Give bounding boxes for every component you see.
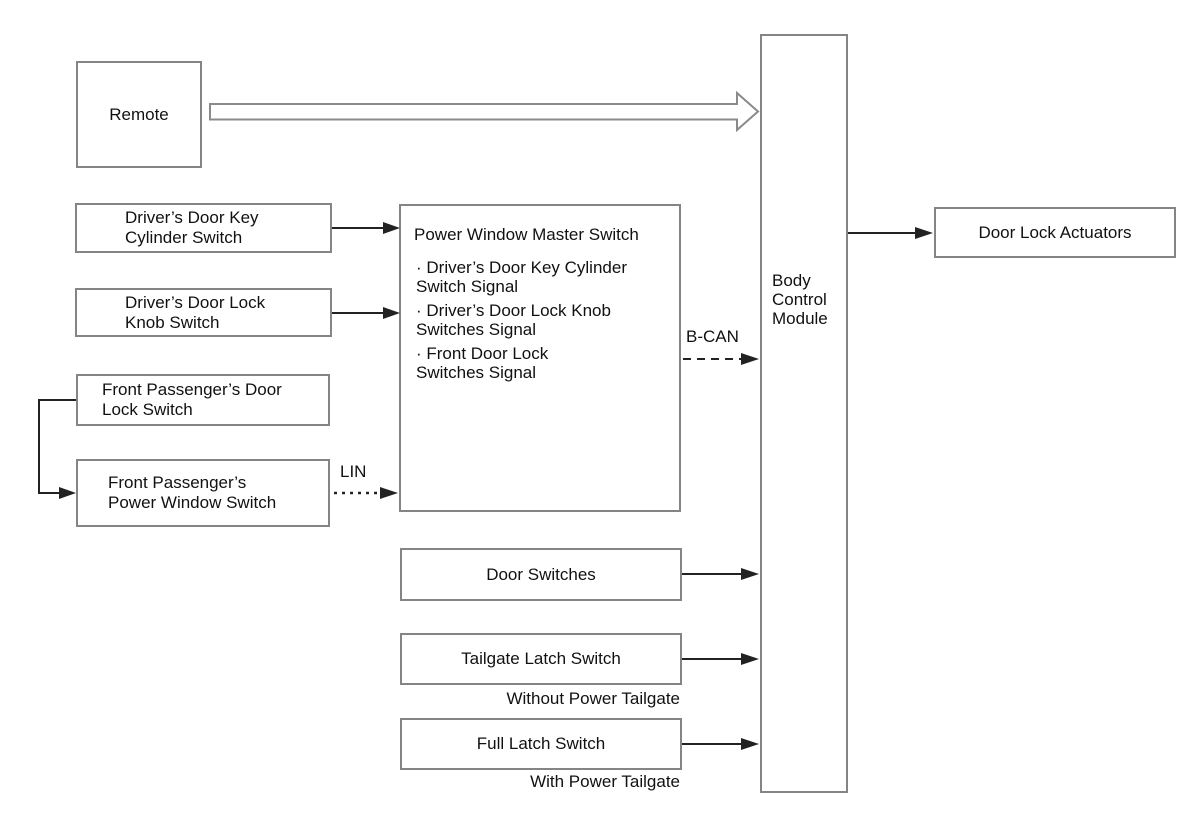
pwms-signal-item: · Driver’s Door Key Cylinder Switch Sign… [416, 258, 627, 296]
box-power-window-master-switch: Power Window Master Switch · Driver’s Do… [399, 204, 681, 512]
lin-dashed-arrow [334, 487, 398, 499]
bcan-bus-label: B-CAN [686, 327, 739, 346]
tailgate-latch-switch-label: Tailgate Latch Switch [461, 649, 621, 668]
box-remote: Remote [76, 61, 202, 168]
lock-knob-to-master-switch-arrow [332, 307, 400, 319]
drivers-door-lock-knob-switch-label: Driver’s Door Lock Knob Switch [125, 292, 266, 332]
box-door-switches: Door Switches [400, 548, 682, 601]
box-drivers-door-lock-knob-switch: Driver’s Door Lock Knob Switch [75, 288, 332, 337]
key-cylinder-to-master-switch-arrow [332, 222, 400, 234]
door-lock-actuators-label: Door Lock Actuators [978, 222, 1132, 242]
bcm-to-actuators-arrow [848, 227, 933, 239]
body-control-module-label: Body Control Module [772, 271, 828, 328]
box-full-latch-switch: Full Latch Switch [400, 718, 682, 770]
pwms-signal-item: · Driver’s Door Lock Knob Switches Signa… [416, 301, 611, 339]
full-latch-switch-label: Full Latch Switch [476, 734, 606, 753]
door-lock-to-power-window-connector [38, 399, 76, 499]
bcan-dashed-arrow [683, 353, 759, 365]
door-switches-label: Door Switches [486, 564, 596, 584]
remote-label: Remote [109, 104, 169, 124]
front-passengers-power-window-switch-label: Front Passenger’s Power Window Switch [108, 473, 277, 512]
with-power-tailgate-label: With Power Tailgate [530, 772, 680, 791]
box-front-passengers-power-window-switch: Front Passenger’s Power Window Switch [76, 459, 330, 527]
tailgate-latch-to-bcm-arrow [682, 653, 759, 665]
without-power-tailgate-label: Without Power Tailgate [506, 689, 680, 708]
box-drivers-door-key-cylinder-switch: Driver’s Door Key Cylinder Switch [75, 203, 332, 253]
door-switches-to-bcm-arrow [682, 568, 759, 580]
box-front-passengers-door-lock-switch: Front Passenger’s Door Lock Switch [76, 374, 330, 426]
box-body-control-module: Body Control Module [760, 34, 848, 793]
box-tailgate-latch-switch: Tailgate Latch Switch [400, 633, 682, 685]
drivers-door-key-cylinder-switch-label: Driver’s Door Key Cylinder Switch [125, 208, 259, 247]
lin-bus-label: LIN [340, 462, 367, 481]
power-window-master-switch-title: Power Window Master Switch [414, 225, 639, 244]
remote-to-bcm-hollow-arrow [209, 90, 760, 133]
front-passengers-door-lock-switch-label: Front Passenger’s Door Lock Switch [102, 380, 282, 419]
box-door-lock-actuators: Door Lock Actuators [934, 207, 1176, 258]
pwms-signal-item: · Front Door Lock Switches Signal [416, 344, 549, 382]
full-latch-to-bcm-arrow [682, 738, 759, 750]
